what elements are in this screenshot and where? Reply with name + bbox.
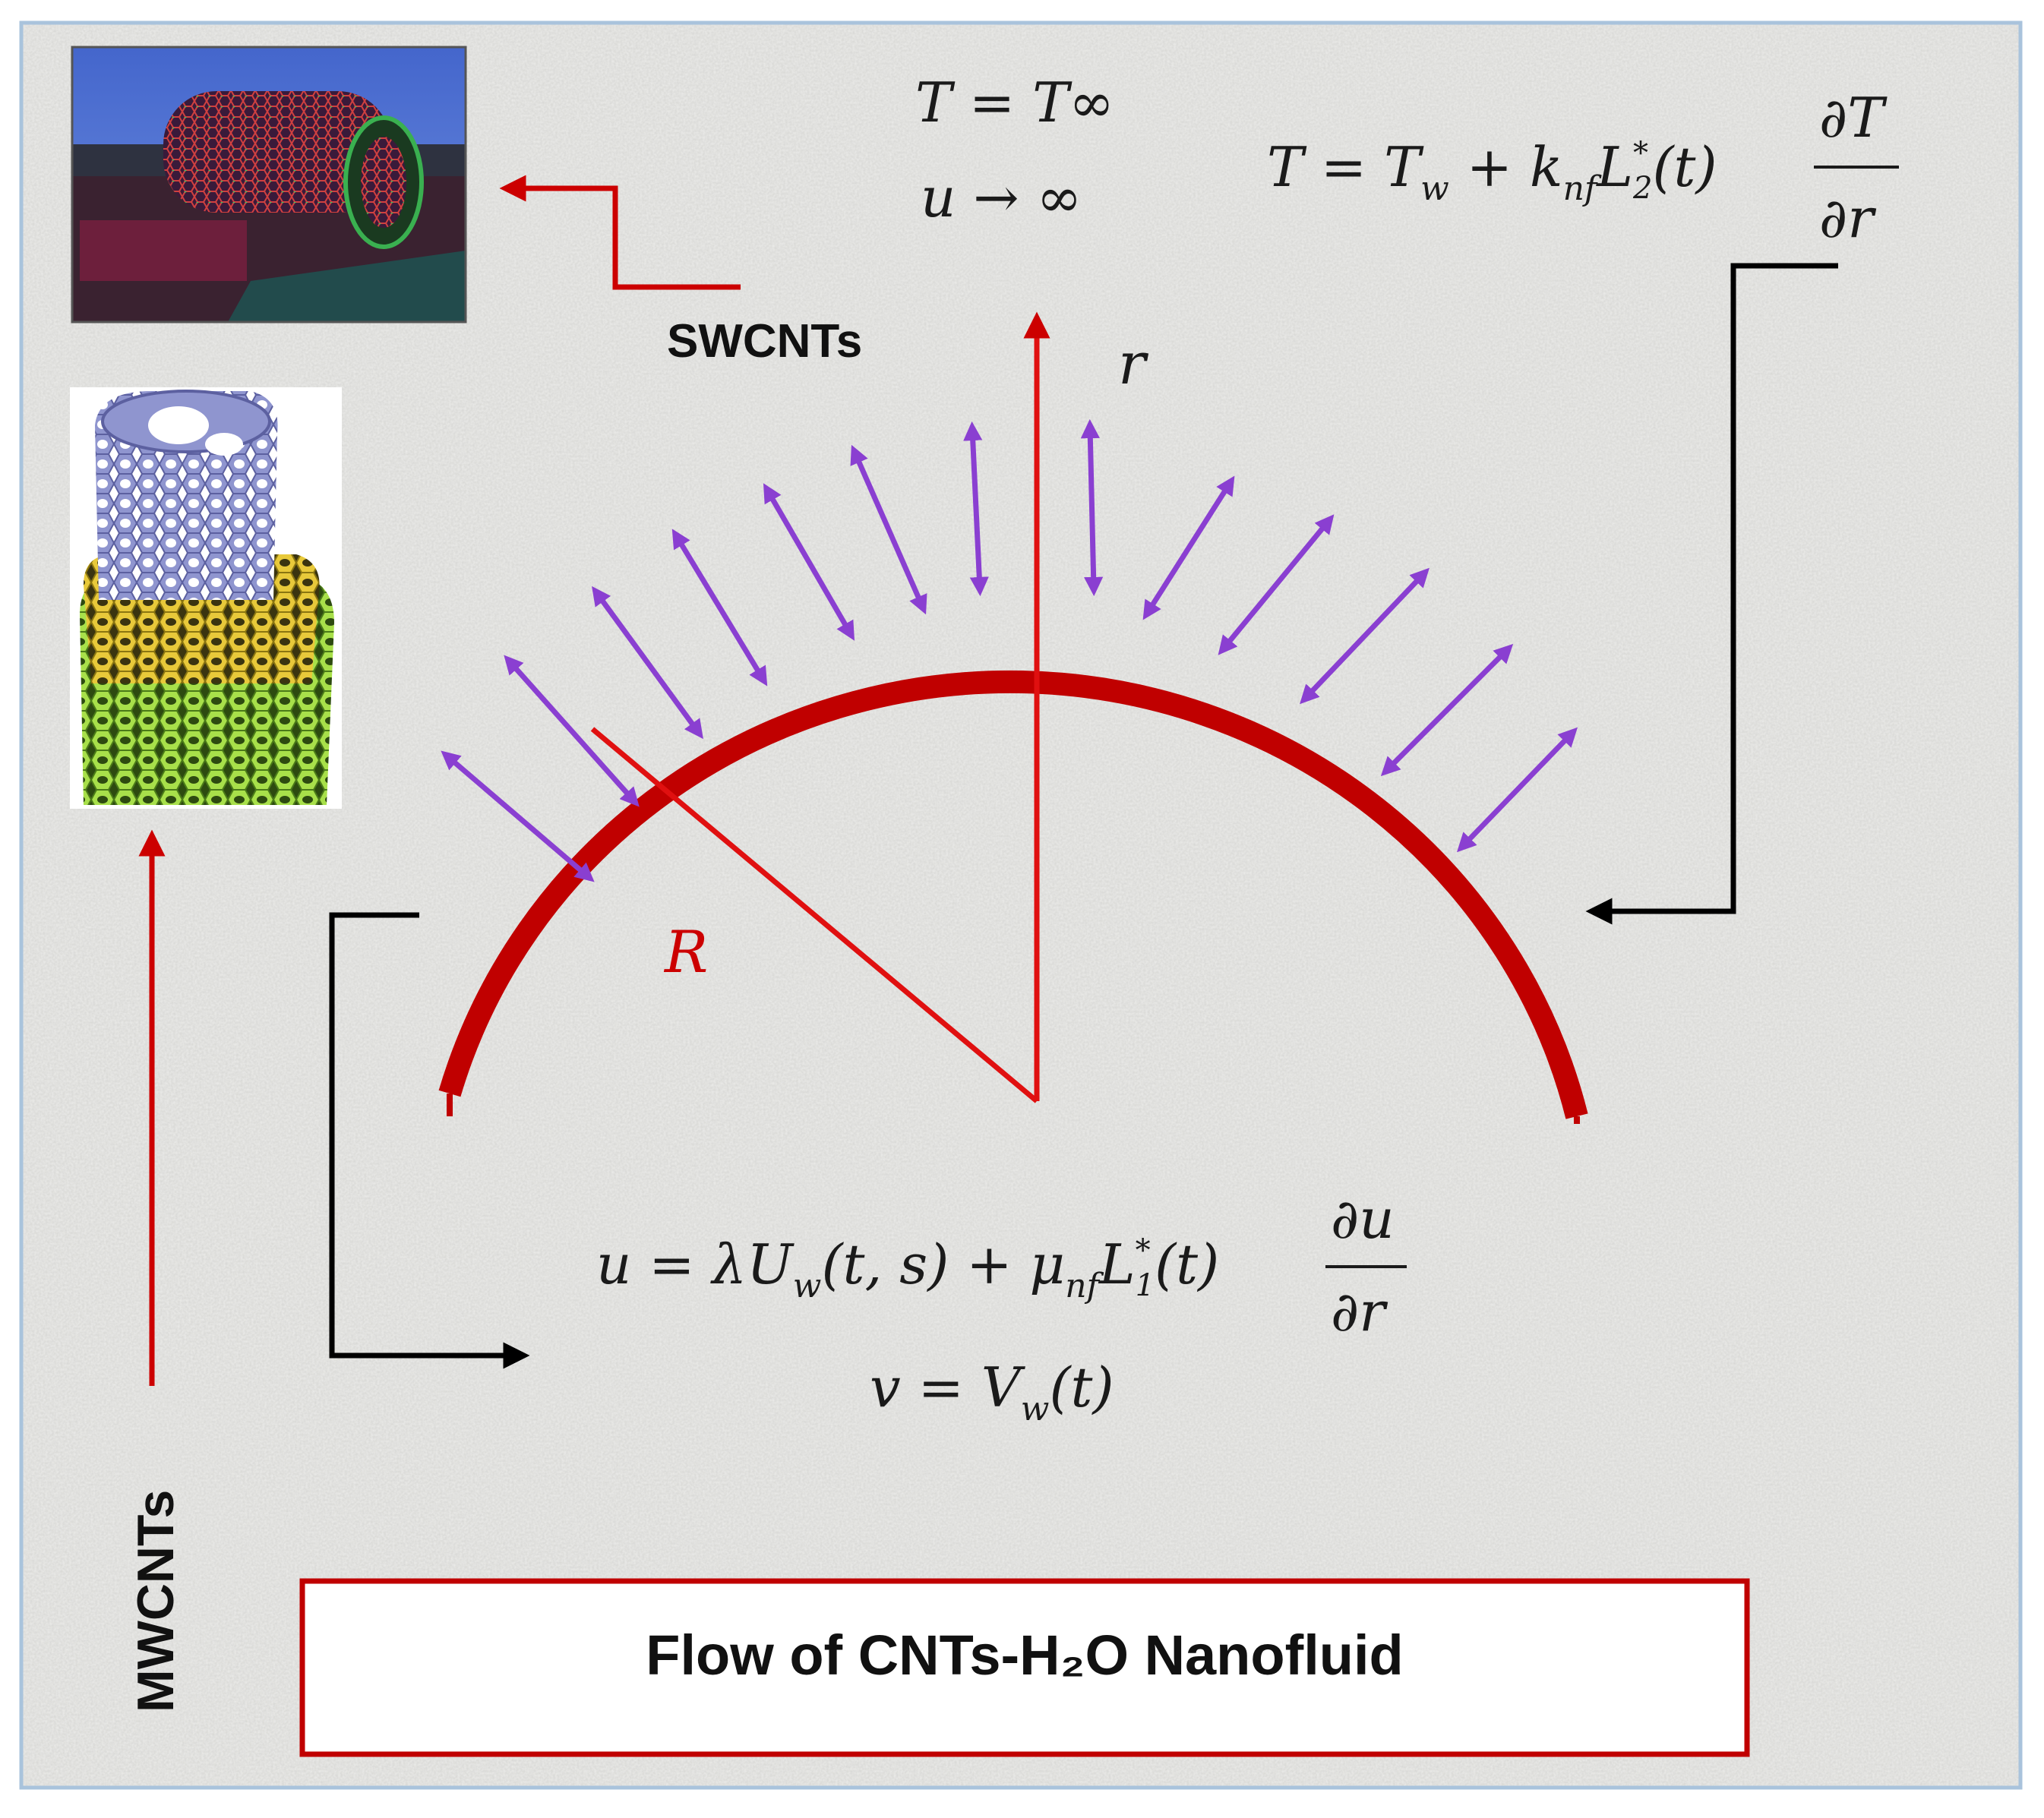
swcnt-nanotube-image bbox=[71, 46, 467, 324]
far-field-u-equation: u → ∞ bbox=[921, 166, 1082, 229]
double-arrow-icon bbox=[763, 483, 855, 641]
double-arrow-icon bbox=[850, 444, 927, 615]
double-arrow-icon bbox=[671, 529, 768, 686]
wall-v-equation: v = Vw(t) bbox=[870, 1356, 1114, 1428]
double-arrow-icon bbox=[1456, 727, 1578, 853]
double-arrow-icon bbox=[1142, 475, 1235, 620]
mwcnt-nanotube-image bbox=[70, 387, 342, 809]
double-arrow-icon bbox=[963, 421, 989, 597]
r-axis-label: r bbox=[1118, 330, 1149, 397]
velocity-boundary-equation: u = λUw(t, s) + μnfL*1(t) ∂u ∂r bbox=[596, 1187, 1407, 1343]
swcnt-arrow bbox=[499, 175, 741, 290]
radius-R-label: R bbox=[663, 918, 708, 986]
mwcnts-label: MWCNTs bbox=[127, 1490, 185, 1712]
double-arrow-icon bbox=[441, 750, 595, 882]
surface-velocity-arrows bbox=[441, 418, 1578, 882]
swcnts-label: SWCNTs bbox=[667, 315, 862, 368]
far-field-T-equation: T = T∞ bbox=[915, 71, 1114, 134]
radius-R-line bbox=[590, 727, 1039, 1103]
double-arrow-icon bbox=[504, 655, 640, 807]
outer-frame bbox=[19, 21, 2023, 1790]
title-box: Flow of CNTs-H₂O Nanofluid bbox=[299, 1578, 1750, 1757]
svg-text:∂r: ∂r bbox=[1819, 186, 1876, 250]
double-arrow-icon bbox=[1080, 418, 1104, 597]
thermal-bc-arrow bbox=[1585, 263, 1838, 925]
cylinder-surface-arc bbox=[438, 670, 1588, 1119]
svg-text:T = Tw + knfL*2(t): T = Tw + knfL*2(t) bbox=[1267, 135, 1717, 208]
diagram-title: Flow of CNTs-H₂O Nanofluid bbox=[646, 1624, 1403, 1687]
svg-text:∂u: ∂u bbox=[1331, 1187, 1395, 1251]
double-arrow-icon bbox=[1380, 643, 1514, 777]
svg-text:∂T: ∂T bbox=[1819, 86, 1888, 150]
double-arrow-icon bbox=[1218, 514, 1335, 655]
double-arrow-icon bbox=[1300, 567, 1430, 705]
double-arrow-icon bbox=[592, 585, 703, 740]
svg-text:∂r: ∂r bbox=[1331, 1280, 1388, 1343]
thermal-boundary-equation: T = Tw + knfL*2(t) ∂T ∂r bbox=[1267, 86, 1899, 250]
svg-text:u = λUw(t, s) + μnfL*1(t): u = λUw(t, s) + μnfL*1(t) bbox=[596, 1233, 1219, 1305]
velocity-bc-arrow bbox=[329, 912, 530, 1369]
